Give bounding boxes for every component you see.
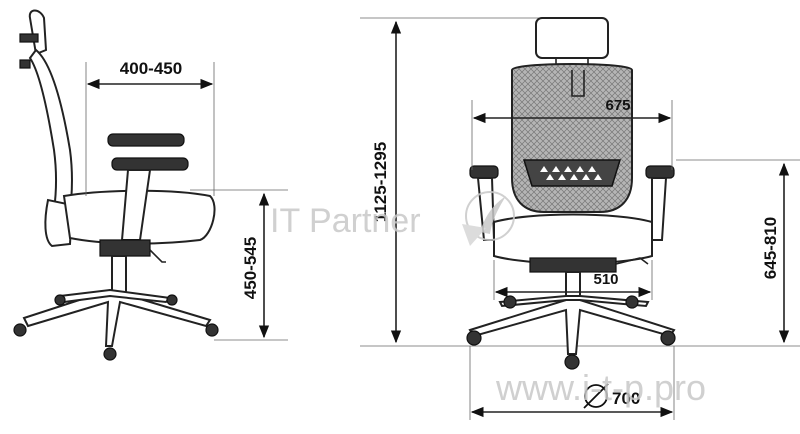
side-base: [22, 288, 212, 347]
watermark-logo: [462, 191, 515, 246]
front-lumbar-panel: [522, 159, 622, 187]
side-headrest-knob: [19, 33, 39, 43]
front-mechanism: [529, 257, 617, 273]
front-headrest: [535, 17, 609, 59]
front-lumbar-holes: [540, 166, 602, 180]
seat-width-label: 510: [593, 271, 618, 288]
depth-label: 400-450: [120, 59, 182, 78]
side-caster: [103, 347, 117, 361]
armrest-height-label: 645-810: [761, 217, 780, 279]
seat-height-dimension: 450-545: [190, 189, 288, 341]
side-armrest-pad: [107, 133, 185, 147]
front-armrest-pad-right: [645, 165, 675, 179]
armrest-height-dimension: 645-810: [676, 159, 800, 344]
side-armrest-pad-low: [111, 157, 189, 171]
front-caster: [564, 354, 580, 370]
depth-dimension: 400-450: [85, 59, 215, 196]
seat-width-dimension: 510: [493, 260, 653, 300]
side-caster: [166, 294, 178, 306]
side-gas-lift: [111, 255, 127, 295]
total-height-label: 1125-1295: [371, 142, 390, 222]
back-width-dimension: 675: [471, 97, 673, 170]
front-lever: [615, 257, 649, 265]
side-caster: [205, 323, 219, 337]
diameter-symbol: [584, 384, 608, 408]
front-armrest-pad-left: [469, 165, 499, 179]
front-view-chair: [466, 17, 676, 370]
side-caster: [13, 323, 27, 337]
front-caster: [625, 295, 639, 309]
front-armrest-post-right: [651, 177, 668, 241]
base-diameter-dimension: 700: [469, 346, 675, 420]
total-height-dimension: 1125-1295: [360, 17, 800, 347]
base-diameter-label: 700: [612, 389, 640, 408]
side-mechanism: [99, 239, 151, 257]
front-caster: [503, 295, 517, 309]
front-seat: [493, 213, 653, 265]
diameter-symbol-slash: [583, 383, 609, 409]
watermark-brand: IT Partner: [270, 202, 421, 240]
front-caster: [466, 330, 482, 346]
front-backrest-slot: [571, 70, 585, 97]
watermark-url: www.i-t-p.pro: [495, 367, 706, 408]
front-caster: [660, 330, 676, 346]
side-lever: [149, 249, 166, 263]
side-view-chair: [13, 9, 219, 361]
side-caster: [54, 294, 66, 306]
side-headrest-clip: [19, 59, 31, 69]
watermark: IT Partner www.i-t-p.pro: [270, 191, 706, 408]
seat-height-label: 450-545: [241, 237, 260, 299]
back-width-label: 675: [605, 97, 630, 114]
side-headrest: [28, 9, 48, 56]
